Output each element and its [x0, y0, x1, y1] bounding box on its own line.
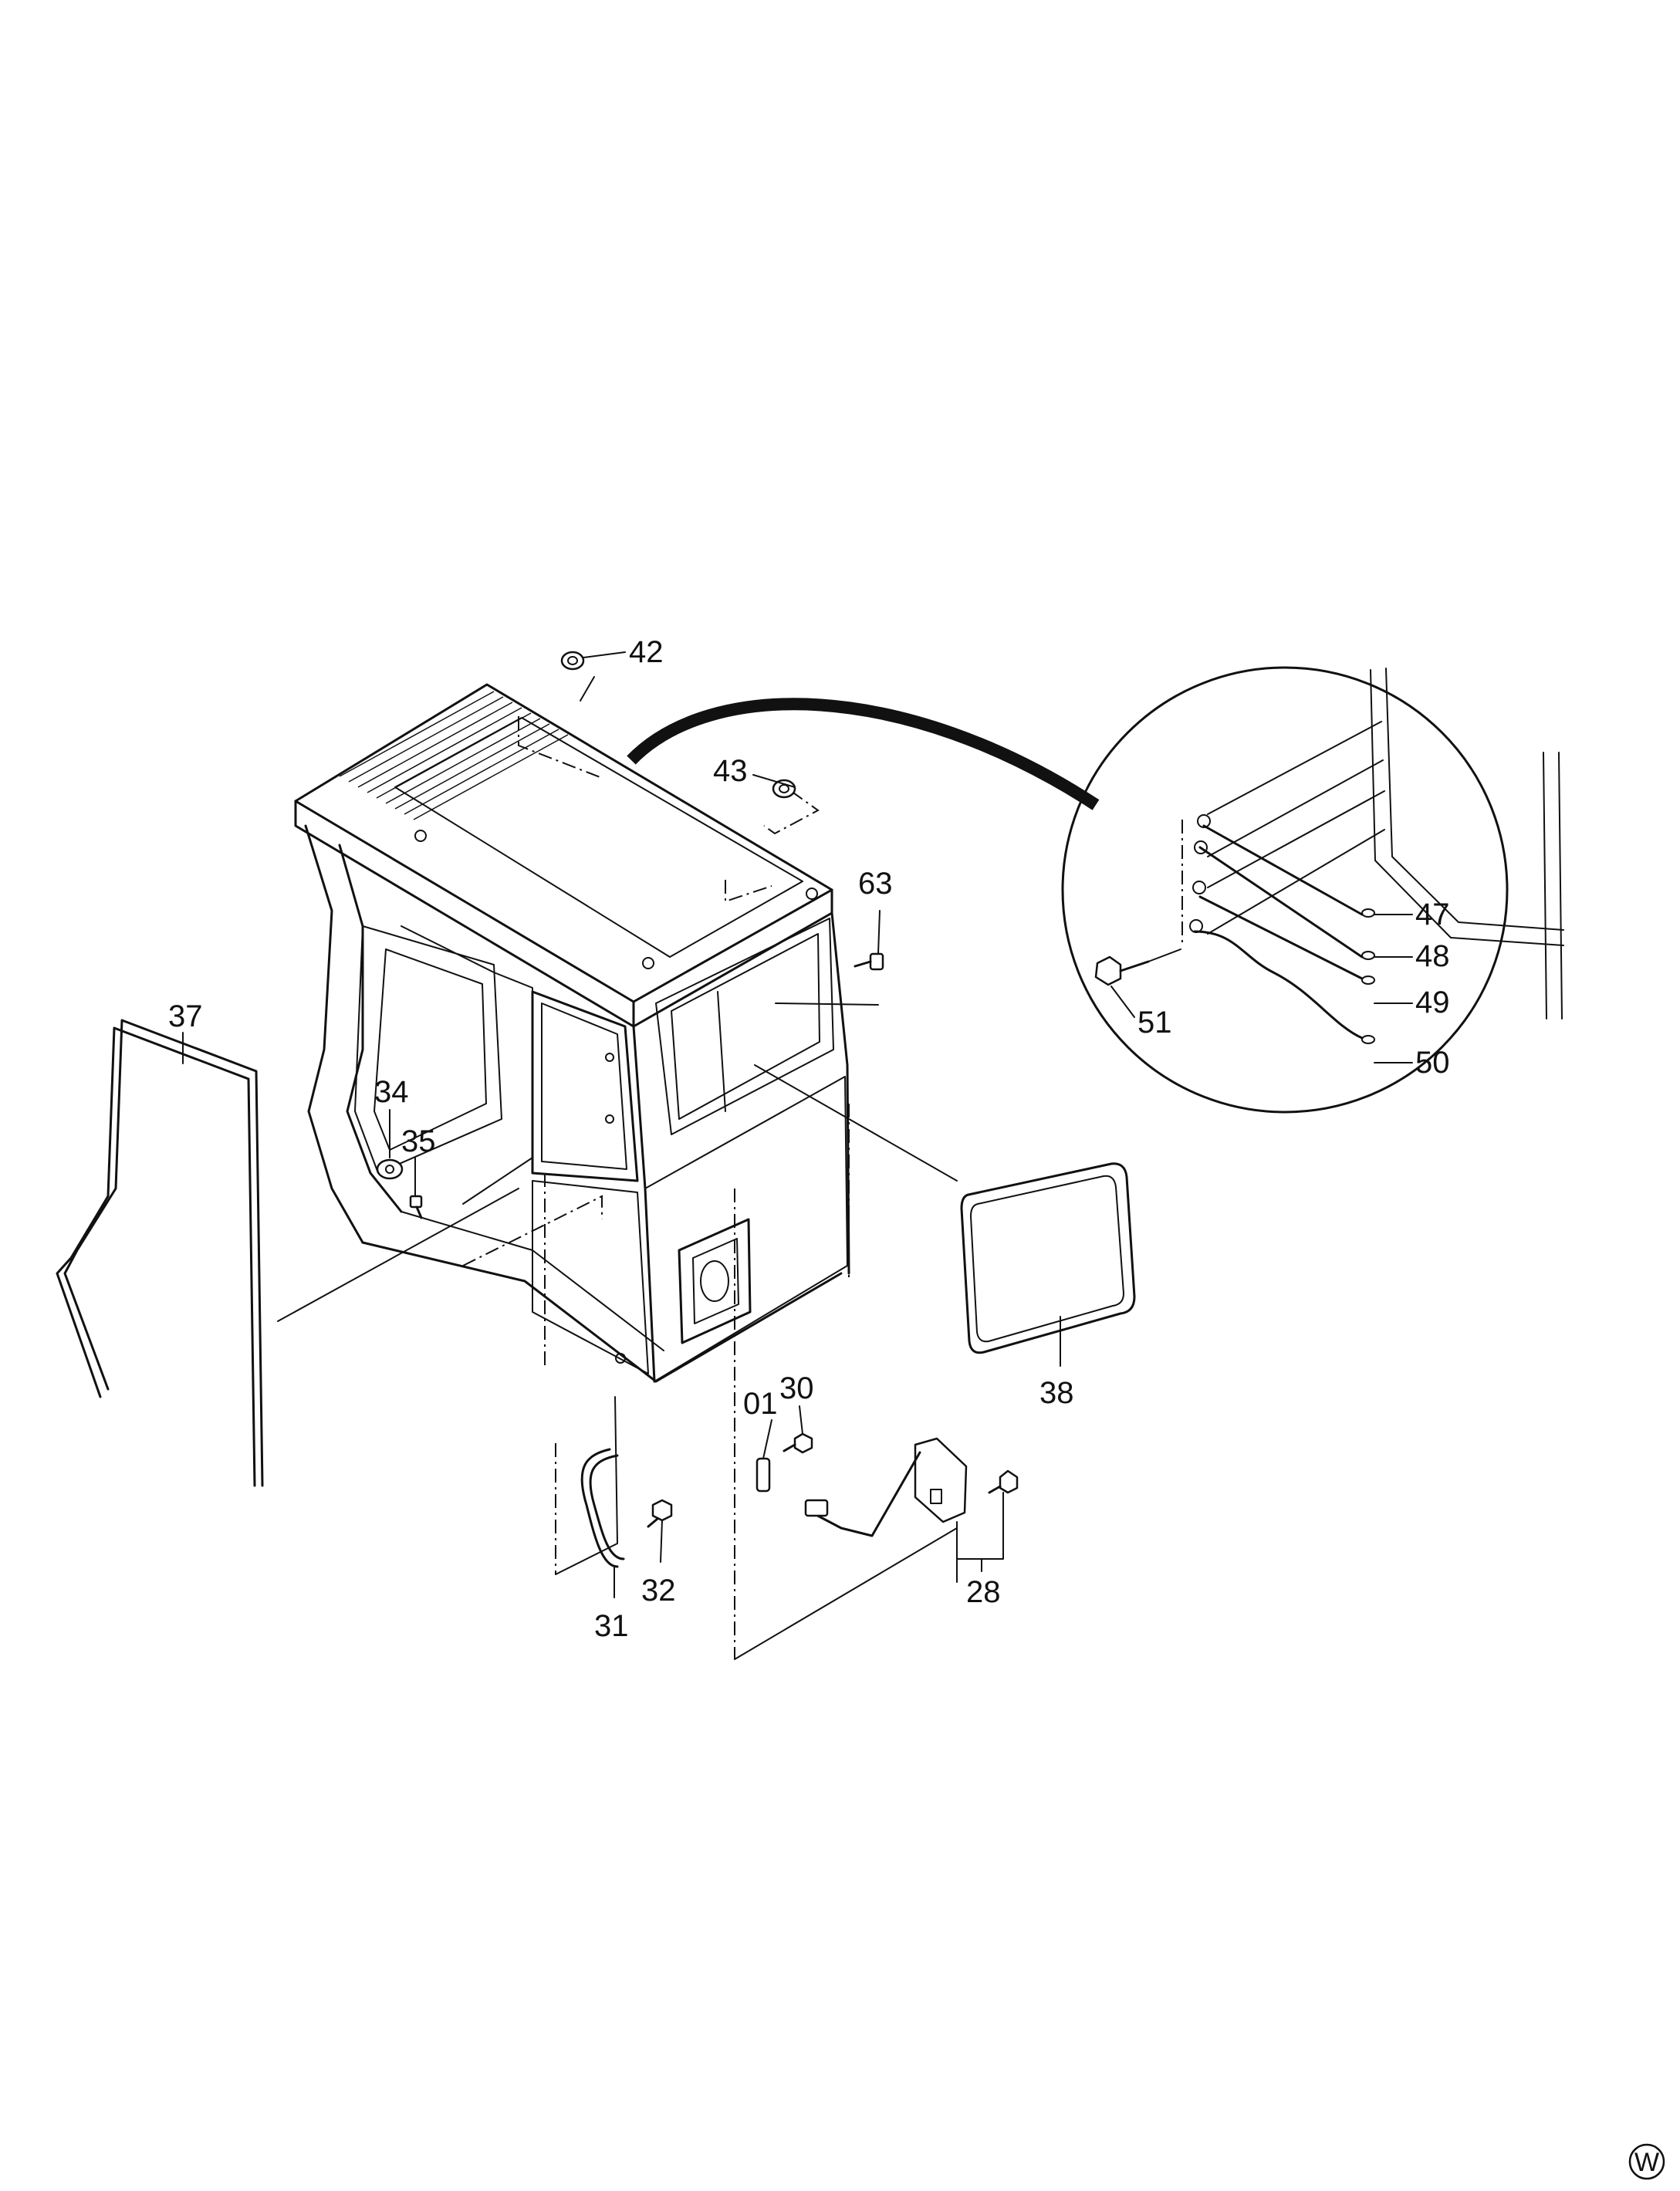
roof-vent-grille — [339, 691, 569, 820]
label-49: 49 — [1415, 986, 1450, 1019]
label-28: 28 — [966, 1575, 1001, 1609]
label-32: 32 — [641, 1574, 676, 1608]
label-47: 47 — [1415, 898, 1450, 932]
bolt-32 — [647, 1499, 673, 1528]
label-30: 30 — [779, 1371, 814, 1405]
label-35: 35 — [401, 1124, 436, 1158]
latch-01 — [755, 1457, 771, 1493]
screw-35 — [409, 1195, 423, 1219]
cab-frame — [294, 683, 850, 1383]
switch-assembly-28 — [804, 1437, 1019, 1560]
bolt-63 — [854, 952, 884, 971]
assembly-lines — [462, 716, 850, 1659]
hinge-link-set — [1181, 721, 1385, 1044]
label-48: 48 — [1415, 939, 1450, 973]
corner-mark: W — [1628, 2143, 1665, 2180]
bolt-51-shape — [1094, 948, 1181, 986]
detail-view-circle — [1061, 666, 1564, 1114]
label-37: 37 — [168, 999, 203, 1033]
label-31: 31 — [594, 1609, 629, 1643]
bolt-30 — [783, 1432, 813, 1454]
corner-mark-letter: W — [1634, 2148, 1659, 2177]
label-01: 01 — [743, 1387, 778, 1421]
window-seal-38 — [960, 1162, 1136, 1354]
label-42: 42 — [629, 635, 664, 669]
bolt-28a — [988, 1469, 1019, 1494]
leader-lines — [277, 676, 958, 1660]
label-38: 38 — [1039, 1376, 1074, 1410]
access-hatch — [678, 1218, 752, 1344]
detail-callout-arrow — [627, 698, 1100, 810]
nut-43 — [772, 779, 796, 799]
nut-42 — [560, 651, 585, 671]
label-51: 51 — [1137, 1006, 1172, 1040]
label-50: 50 — [1415, 1046, 1450, 1080]
label-34: 34 — [374, 1075, 409, 1109]
part-number-labels: 42 43 63 37 34 35 38 01 30 32 31 28 47 4… — [168, 635, 1450, 1643]
seal-strip-37 — [56, 1019, 264, 1487]
bracket-34 — [376, 1158, 404, 1180]
label-63: 63 — [858, 867, 893, 901]
handle-31 — [580, 1448, 625, 1568]
label-43: 43 — [713, 754, 748, 788]
